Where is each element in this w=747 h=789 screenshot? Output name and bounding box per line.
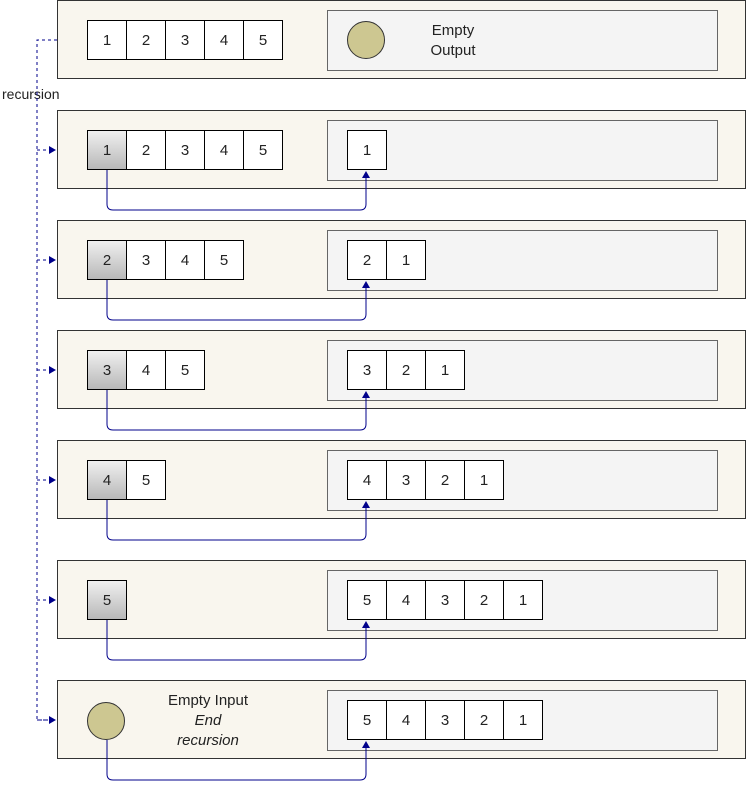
output-cell: 2 — [347, 240, 387, 280]
output-cell: 1 — [503, 700, 543, 740]
empty-output-line-1: Empty — [431, 22, 475, 39]
input-cell: 3 — [165, 20, 205, 60]
recursion-dashed-line — [36, 39, 57, 721]
output-panel: 3 2 1 — [327, 340, 718, 401]
empty-output-line-2: Output — [430, 42, 476, 59]
input-head-cell: 4 — [87, 460, 127, 500]
output-cell: 5 — [347, 700, 387, 740]
input-cell: 4 — [126, 350, 166, 390]
step-row-1: 1 2 3 4 5 1 — [57, 110, 746, 189]
output-cell: 2 — [464, 700, 504, 740]
output-panel: 2 1 — [327, 230, 718, 291]
step-row-4: 4 5 4 3 2 1 — [57, 440, 746, 519]
output-cell: 5 — [347, 580, 387, 620]
output-cell: 3 — [386, 460, 426, 500]
output-cell: 2 — [386, 350, 426, 390]
input-cell: 4 — [204, 20, 244, 60]
input-head-cell: 5 — [87, 580, 127, 620]
empty-output-circle — [347, 21, 385, 59]
input-head-cell: 3 — [87, 350, 127, 390]
end-recursion-line-1: End — [194, 712, 222, 729]
output-cell: 2 — [425, 460, 465, 500]
output-cell: 3 — [425, 700, 465, 740]
input-cell: 5 — [243, 130, 283, 170]
output-array: 5 4 3 2 1 — [347, 580, 543, 620]
output-array: 3 2 1 — [347, 350, 465, 390]
output-cell: 3 — [347, 350, 387, 390]
output-panel: Empty Output — [327, 10, 718, 71]
output-cell: 1 — [347, 130, 387, 170]
input-cell: 5 — [243, 20, 283, 60]
input-cell: 2 — [126, 20, 166, 60]
input-array: 4 5 — [87, 460, 166, 500]
empty-output-text: Empty Output — [408, 21, 498, 61]
input-cell: 5 — [204, 240, 244, 280]
input-head-cell: 2 — [87, 240, 127, 280]
input-cell: 2 — [126, 130, 166, 170]
output-panel: 1 — [327, 120, 718, 181]
input-cell: 3 — [165, 130, 205, 170]
input-array: 1 2 3 4 5 — [87, 20, 283, 60]
empty-input-text: Empty Input End recursion — [143, 691, 273, 751]
output-array: 1 — [347, 130, 387, 170]
recursion-label: recursion — [2, 86, 60, 102]
step-row-3: 3 4 5 3 2 1 — [57, 330, 746, 409]
input-array: 5 — [87, 580, 127, 620]
input-cell: 3 — [126, 240, 166, 280]
output-panel: 5 4 3 2 1 — [327, 690, 718, 751]
input-array: 3 4 5 — [87, 350, 205, 390]
output-cell: 4 — [386, 580, 426, 620]
empty-input-circle — [87, 702, 125, 740]
input-cell: 5 — [165, 350, 205, 390]
output-cell: 1 — [503, 580, 543, 620]
step-row-0: 1 2 3 4 5 Empty Output — [57, 0, 746, 79]
empty-input-line-1: Empty Input — [167, 692, 249, 709]
output-cell: 2 — [464, 580, 504, 620]
step-row-2: 2 3 4 5 2 1 — [57, 220, 746, 299]
input-cell: 4 — [165, 240, 205, 280]
output-cell: 3 — [425, 580, 465, 620]
output-cell: 4 — [347, 460, 387, 500]
input-cell: 5 — [126, 460, 166, 500]
input-cell: 4 — [204, 130, 244, 170]
output-cell: 1 — [386, 240, 426, 280]
output-cell: 1 — [425, 350, 465, 390]
output-array: 2 1 — [347, 240, 426, 280]
output-array: 5 4 3 2 1 — [347, 700, 543, 740]
step-row-5: 5 5 4 3 2 1 — [57, 560, 746, 639]
input-array: 2 3 4 5 — [87, 240, 244, 280]
input-array: 1 2 3 4 5 — [87, 130, 283, 170]
output-panel: 5 4 3 2 1 — [327, 570, 718, 631]
step-row-6: Empty Input End recursion 5 4 3 2 1 — [57, 680, 746, 759]
output-cell: 4 — [386, 700, 426, 740]
output-cell: 1 — [464, 460, 504, 500]
input-head-cell: 1 — [87, 130, 127, 170]
output-panel: 4 3 2 1 — [327, 450, 718, 511]
output-array: 4 3 2 1 — [347, 460, 504, 500]
end-recursion-line-2: recursion — [177, 732, 239, 749]
input-cell: 1 — [87, 20, 127, 60]
